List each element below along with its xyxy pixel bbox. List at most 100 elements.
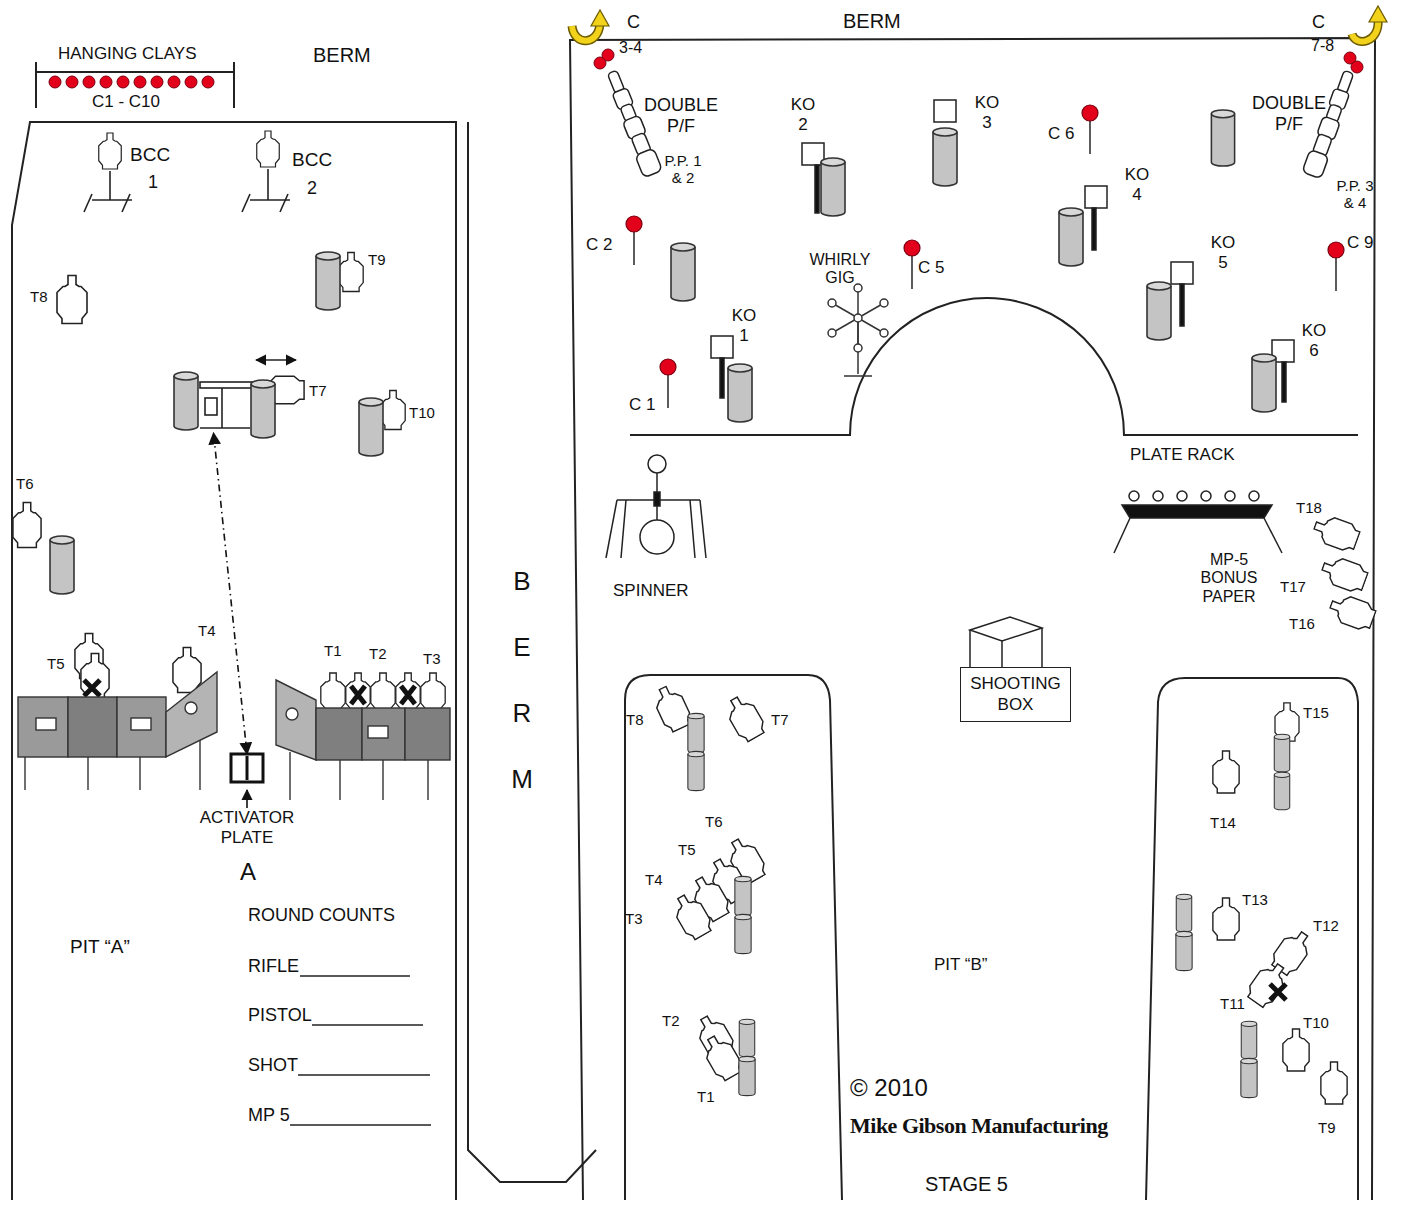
shooting-box-table: [1001, 641, 1003, 667]
spinner-target: [700, 500, 706, 558]
hanging-clays: [117, 76, 129, 88]
label-holder: C 1: [629, 395, 655, 415]
pit-a-walls: [87, 757, 88, 790]
bonus-paper: [1327, 591, 1378, 632]
map-label: T5: [47, 655, 65, 672]
bonus-paper: [1319, 553, 1370, 594]
pit-a-walls: [321, 673, 345, 712]
moving-target: T7: [200, 368, 304, 434]
label-holder: C1 - C10: [92, 92, 160, 112]
pit-a-walls: [117, 697, 166, 757]
map-label: C 6: [1048, 124, 1074, 144]
whirly-gig: [854, 314, 862, 322]
label-holder: PIT “A”: [70, 936, 130, 958]
whirly-gig: [844, 375, 872, 377]
rotating-arrow: [602, 49, 614, 61]
pit-a-walls: [396, 673, 420, 712]
rotating-arrow: [594, 49, 1363, 73]
whirly-gig: [828, 329, 836, 337]
swinging-target: [251, 380, 275, 438]
bcc-target: [122, 194, 130, 212]
knock-over-target: [1252, 354, 1276, 412]
activator-plate-symbol: [231, 754, 263, 782]
map-label: T11: [1220, 995, 1245, 1012]
label-holder: T16: [1289, 615, 1315, 632]
label-holder: C 5: [918, 258, 944, 278]
map-label: C 1: [629, 395, 655, 415]
pit-b-targets: [722, 692, 768, 744]
bcc-target: [250, 199, 290, 201]
label-holder: T8: [30, 288, 48, 305]
whirly-gig: [854, 344, 862, 352]
pit-a-walls: [427, 760, 428, 800]
rotating-arrow: [1352, 20, 1378, 42]
pit-a-walls: [185, 702, 197, 714]
pit-a-walls: [24, 757, 25, 790]
label-holder: A: [240, 858, 256, 886]
swinging-target: [200, 382, 252, 388]
label-holder: RIFLE: [248, 956, 299, 977]
rotating-arrow: [572, 6, 1387, 73]
map-label: T15: [1303, 704, 1329, 721]
pit-b-targets: [1176, 931, 1192, 970]
label-holder: WHIRLY GIG: [800, 251, 880, 288]
map-label: PIT “A”: [70, 936, 130, 958]
knock-over-target: [671, 243, 695, 301]
knock-over-target: [728, 364, 752, 422]
map-label: T4: [645, 871, 663, 888]
map-label: KO 5: [1208, 233, 1238, 272]
double-popper: [635, 148, 663, 178]
pit-a-targets: [339, 253, 363, 292]
score-lines: [312, 1024, 423, 1026]
plate-rack: [1122, 505, 1272, 518]
bonus-paper: [1311, 512, 1378, 632]
knock-over-target: [815, 165, 819, 213]
hanging-clays: [66, 76, 78, 88]
pit-b-targets: [1274, 734, 1289, 771]
bcc-target: [280, 194, 288, 212]
node-text: T7: [309, 382, 327, 399]
pit-a-walls: [36, 718, 56, 730]
label-holder: KO 4: [1122, 165, 1152, 204]
pit-a-targets: [316, 252, 340, 310]
map-label: T18: [1296, 499, 1322, 516]
hanging-clays: [36, 71, 234, 73]
label-holder: BCC: [130, 144, 170, 166]
map-label: T14: [1210, 814, 1236, 831]
pit-a-walls: [401, 686, 415, 704]
label-holder: T6: [705, 813, 723, 830]
pit-b-targets: [1270, 984, 1286, 1000]
activator-plate-symbol: [246, 790, 248, 808]
pit-a-walls: [405, 708, 450, 760]
knock-over-target: [720, 358, 724, 398]
pit-a-walls: [68, 697, 117, 757]
label-holder: T2: [369, 645, 387, 662]
knock-over-target: [1059, 208, 1083, 266]
clay-pin: [626, 216, 642, 265]
label-holder: T13: [1242, 891, 1268, 908]
map-label: T1: [697, 1088, 715, 1105]
range-outline: [12, 122, 456, 1200]
label-holder: C 6: [1048, 124, 1074, 144]
pit-b-targets: [739, 1056, 755, 1095]
spinner-target: [648, 455, 666, 473]
pit-b-targets: [699, 1031, 745, 1083]
label-holder: T1: [697, 1088, 715, 1105]
label-holder: T5: [678, 841, 696, 858]
map-label: T8: [30, 288, 48, 305]
pit-a-walls: [351, 686, 365, 704]
pit-a-walls: [316, 708, 362, 760]
double-popper: [1302, 149, 1329, 178]
label-holder: Mike Gibson Manufacturing: [850, 1113, 1108, 1138]
clay-pin: [626, 105, 1344, 408]
label-holder: KO 3: [972, 93, 1002, 132]
knock-over-target: [671, 100, 1294, 422]
map-label: T2: [662, 1012, 680, 1029]
map-label: MP 5: [248, 1105, 290, 1126]
pit-a-walls: [382, 760, 383, 800]
map-label: SHOT: [248, 1055, 298, 1076]
label-holder: T4: [645, 871, 663, 888]
range-outline: [630, 298, 1358, 435]
map-label: STAGE 5: [925, 1173, 1008, 1196]
